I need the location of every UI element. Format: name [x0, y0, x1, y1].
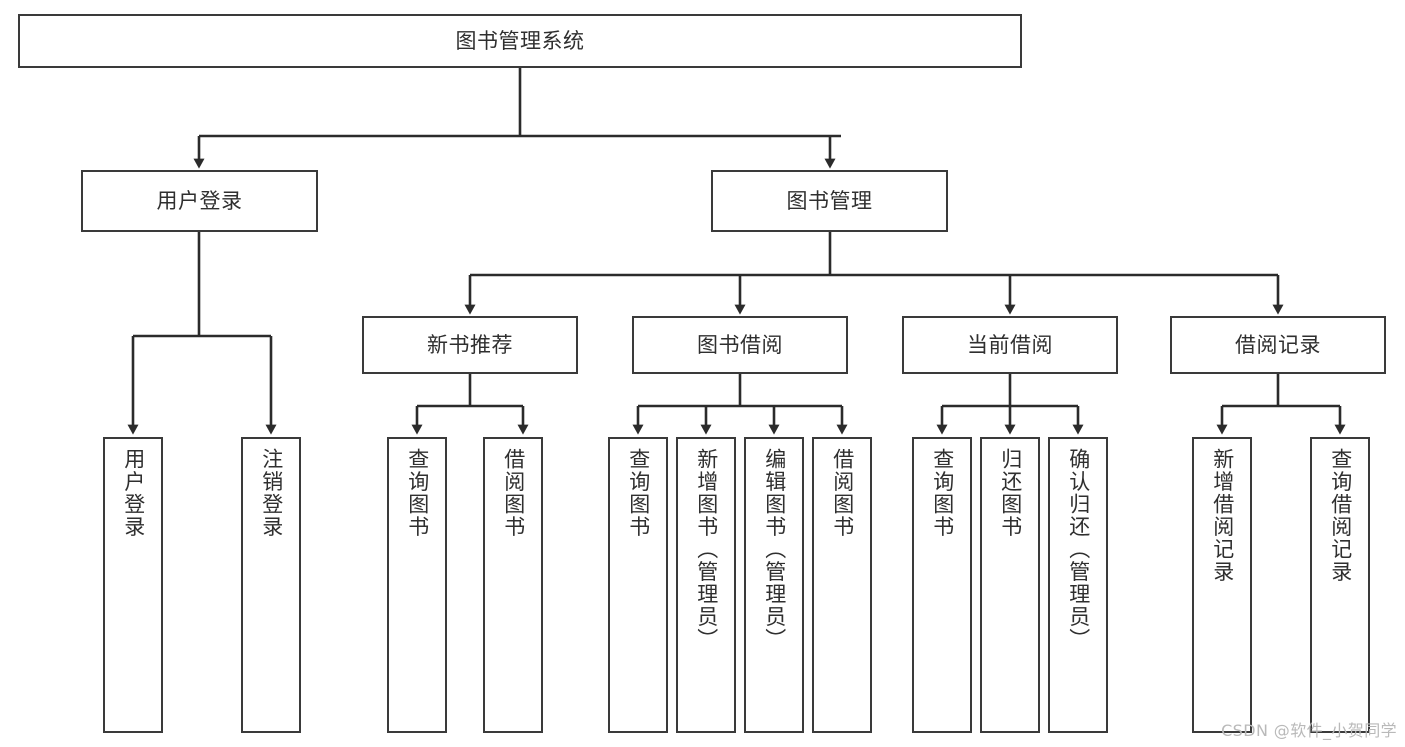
leaf-book-borrow-borrow[interactable]: 借阅图书 — [812, 437, 872, 733]
node-label: 当前借阅 — [967, 332, 1053, 357]
leaf-current-borrow-return[interactable]: 归还图书 — [980, 437, 1040, 733]
leaf-book-borrow-add[interactable]: 新增图书（管理员） — [676, 437, 736, 733]
node-label: 查询借阅记录 — [1328, 448, 1353, 583]
leaf-book-borrow-query[interactable]: 查询图书 — [608, 437, 668, 733]
node-label: 注销登录 — [259, 448, 284, 538]
node-book-management[interactable]: 图书管理 — [711, 170, 948, 232]
node-label: 图书管理 — [786, 188, 873, 213]
leaf-borrow-record-add[interactable]: 新增借阅记录 — [1192, 437, 1252, 733]
leaf-borrow-record-query[interactable]: 查询借阅记录 — [1310, 437, 1370, 733]
node-label: 编辑图书（管理员） — [762, 448, 787, 651]
node-label: 用户登录 — [156, 188, 243, 213]
leaf-new-book-query[interactable]: 查询图书 — [387, 437, 447, 733]
node-label: 借阅记录 — [1235, 332, 1321, 357]
node-user-login[interactable]: 用户登录 — [81, 170, 318, 232]
node-label: 新增图书（管理员） — [694, 448, 719, 651]
node-label: 借阅图书 — [830, 448, 855, 538]
watermark-text: CSDN @软件_小贺同学 — [1221, 721, 1397, 740]
node-new-book-recommend[interactable]: 新书推荐 — [362, 316, 578, 374]
leaf-user-login-logout[interactable]: 注销登录 — [241, 437, 301, 733]
node-label: 查询图书 — [405, 448, 430, 538]
leaf-new-book-borrow[interactable]: 借阅图书 — [483, 437, 543, 733]
leaf-current-borrow-confirm-return[interactable]: 确认归还（管理员） — [1048, 437, 1108, 733]
node-label: 新增借阅记录 — [1210, 448, 1235, 583]
node-label: 图书借阅 — [697, 332, 783, 357]
node-label: 查询图书 — [930, 448, 955, 538]
node-label: 确认归还（管理员） — [1066, 448, 1091, 651]
node-label: 新书推荐 — [427, 332, 513, 357]
node-borrow-record[interactable]: 借阅记录 — [1170, 316, 1386, 374]
leaf-current-borrow-query[interactable]: 查询图书 — [912, 437, 972, 733]
node-label: 用户登录 — [121, 448, 146, 538]
node-label: 图书管理系统 — [455, 28, 585, 53]
leaf-book-borrow-edit[interactable]: 编辑图书（管理员） — [744, 437, 804, 733]
node-label: 查询图书 — [626, 448, 651, 538]
node-root-system[interactable]: 图书管理系统 — [18, 14, 1022, 68]
node-label: 借阅图书 — [501, 448, 526, 538]
leaf-user-login-login[interactable]: 用户登录 — [103, 437, 163, 733]
node-current-borrow[interactable]: 当前借阅 — [902, 316, 1118, 374]
node-label: 归还图书 — [998, 448, 1023, 538]
node-book-borrow[interactable]: 图书借阅 — [632, 316, 848, 374]
